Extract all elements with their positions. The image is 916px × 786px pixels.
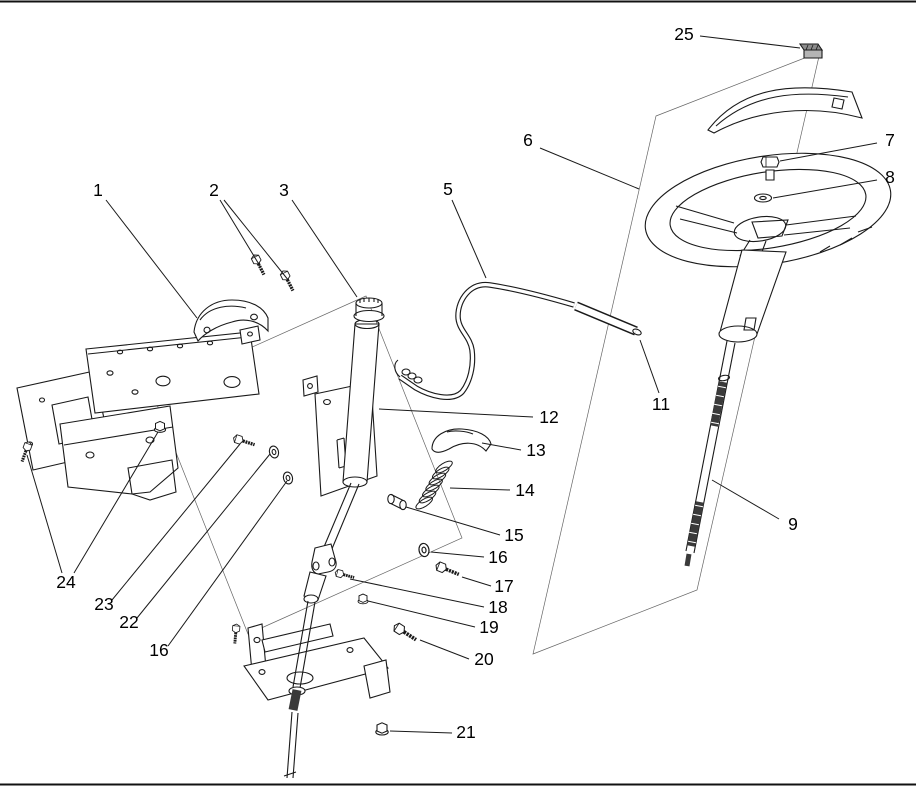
bolt-23 (230, 432, 258, 451)
support-bracket (193, 299, 269, 345)
wheel-cover-insert (707, 87, 863, 134)
coil-spring (415, 460, 453, 510)
leader-7 (779, 142, 878, 162)
leader-5 (451, 199, 487, 279)
bolt-17 (432, 559, 463, 581)
small-bolt-left (229, 622, 242, 646)
callout-label-13: 13 (526, 440, 545, 460)
construction-panels (151, 51, 821, 655)
callout-label-24: 24 (56, 572, 76, 592)
leader-23 (111, 443, 241, 601)
mounting-plate-assembly (16, 331, 260, 501)
leader-3 (291, 199, 358, 298)
leader-12 (378, 408, 534, 418)
callout-label-15: 15 (504, 525, 523, 545)
leader-lines (26, 35, 878, 734)
callout-label-2: 2 (209, 180, 219, 200)
leader-11 (639, 339, 660, 394)
callout-label-21: 21 (456, 722, 475, 742)
wheel-washer-8 (753, 193, 773, 203)
leader-20 (419, 639, 470, 660)
callout-label-25: 25 (674, 24, 693, 44)
right-panel-outline (532, 51, 821, 655)
steering-shaft (684, 340, 736, 567)
column-cap (353, 297, 385, 323)
callout-label-16a: 16 (488, 547, 507, 567)
callout-label-16b: 16 (149, 640, 168, 660)
cover-clip-25 (798, 43, 824, 59)
leader-22 (136, 453, 271, 619)
callout-label-11: 11 (652, 394, 670, 414)
callout-label-18: 18 (488, 597, 507, 617)
leader-21 (389, 730, 453, 734)
lower-steering-shaft (320, 482, 360, 557)
left-panel-outline (151, 295, 463, 635)
callout-label-6: 6 (523, 130, 533, 150)
leader-24a (26, 454, 63, 574)
washer-22 (267, 444, 281, 460)
nut-21 (375, 722, 389, 736)
leader-15 (405, 506, 501, 536)
leader-25 (699, 35, 801, 49)
callout-label-23: 23 (94, 594, 113, 614)
spacer-bushing (387, 493, 407, 511)
leader-24b (73, 431, 159, 574)
lever-grip (574, 301, 642, 336)
steering-wheel (644, 152, 892, 268)
leader-16a (430, 551, 485, 558)
leader-14 (449, 487, 511, 491)
leader-2a (219, 199, 261, 267)
leader-19 (367, 600, 476, 628)
callout-label-19: 19 (479, 617, 498, 637)
wheel-hub-column (718, 249, 787, 343)
leader-9 (711, 479, 780, 520)
shift-lever-rod (394, 282, 575, 400)
lower-mounting-bracket (243, 623, 391, 701)
callout-label-8: 8 (885, 167, 895, 187)
callout-label-7: 7 (885, 130, 895, 150)
universal-joint (303, 543, 337, 604)
callout-label-17: 17 (494, 576, 513, 596)
retainer-clip (431, 428, 492, 453)
leader-6 (539, 147, 640, 190)
leader-17 (461, 576, 492, 587)
washer-16-left (281, 470, 295, 486)
shaft-lower-end (283, 600, 316, 779)
callout-label-1: 1 (93, 180, 103, 200)
wheel-nut-7 (760, 156, 780, 181)
callout-label-3: 3 (279, 180, 289, 200)
callout-label-12: 12 (539, 407, 558, 427)
leader-18 (349, 578, 485, 608)
callout-label-20: 20 (474, 649, 494, 669)
leader-13 (481, 442, 522, 451)
callout-label-14: 14 (515, 480, 535, 500)
leader-8 (772, 179, 878, 199)
steering-column-tube (342, 318, 380, 488)
callout-labels: 1 2 3 5 6 7 8 25 9 11 12 13 14 15 16 17 … (56, 24, 895, 742)
leader-2b (223, 199, 290, 282)
callout-label-9: 9 (788, 514, 798, 534)
washer-16-right (417, 542, 431, 558)
leader-16b (167, 480, 288, 647)
callout-label-5: 5 (443, 179, 453, 199)
bracket-bolt-20 (389, 619, 421, 646)
plate-nut (153, 420, 167, 433)
callout-label-22: 22 (119, 612, 138, 632)
ujoint-nut-19 (357, 593, 369, 605)
leader-1 (105, 199, 198, 319)
